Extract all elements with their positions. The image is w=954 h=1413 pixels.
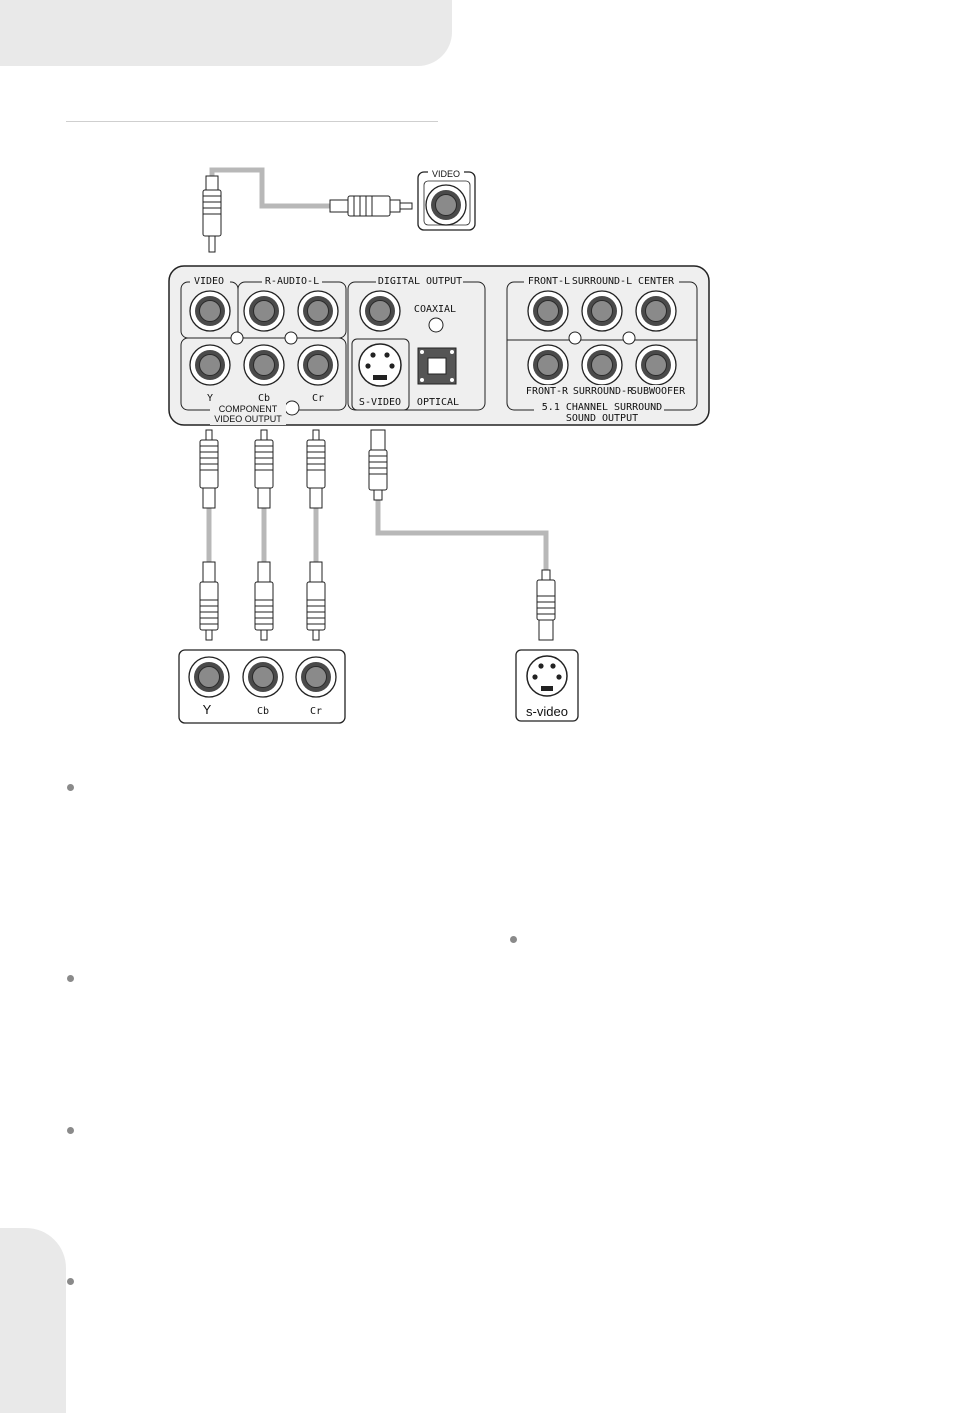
tv-cb-label: Cb	[257, 706, 269, 717]
tv-s-video-input: s-video	[515, 649, 579, 722]
tv-video-label: VIDEO	[432, 169, 460, 179]
bullet-1	[67, 784, 74, 791]
cb-jack	[243, 344, 285, 386]
cr-plug-bottom	[306, 561, 326, 641]
tv-component-input: Y Cb Cr	[178, 649, 346, 724]
center-jack	[635, 290, 677, 332]
front-r-jack	[527, 344, 569, 386]
cr-plug-top	[306, 429, 326, 509]
s-video-label: S-VIDEO	[359, 397, 401, 408]
bullet-4	[67, 1127, 74, 1134]
digital-output-label: DIGITAL OUTPUT	[378, 276, 462, 287]
y-plug-top	[199, 429, 219, 509]
surround-l-label: SURROUND-L	[572, 276, 632, 287]
s-video-port	[358, 343, 402, 387]
tv-video-input: VIDEO	[417, 168, 476, 231]
cb-plug-bottom	[254, 561, 274, 641]
composite-video-cable	[202, 167, 413, 253]
rear-panel: VIDEO R-AUDIO-L DIGITAL OUTPUT FRONT-L S…	[168, 265, 710, 426]
surround-section-line2: SOUND OUTPUT	[566, 413, 638, 424]
component-video-cables	[199, 429, 326, 641]
subwoofer-jack	[635, 344, 677, 386]
cb-label: Cb	[258, 393, 270, 404]
y-plug-bottom	[199, 561, 219, 641]
tv-s-video-label: s-video	[526, 704, 568, 719]
surround-r-label: SURROUND-R	[573, 386, 634, 397]
coaxial-label: COAXIAL	[414, 304, 456, 315]
header-tab	[0, 0, 452, 66]
bullet-3	[67, 975, 74, 982]
r-audio-l-label: R-AUDIO-L	[265, 276, 319, 287]
video-label: VIDEO	[194, 276, 224, 287]
coaxial-jack	[359, 290, 401, 332]
surround-l-jack	[581, 290, 623, 332]
component-label-line2: VIDEO OUTPUT	[214, 414, 282, 424]
cr-label: Cr	[312, 393, 324, 404]
cr-jack	[297, 344, 339, 386]
section-rule	[66, 121, 438, 122]
bullet-2	[510, 936, 517, 943]
surround-section-line1: 5.1 CHANNEL SURROUND	[542, 402, 662, 413]
y-label: Y	[207, 393, 213, 404]
optical-port	[417, 347, 457, 385]
front-l-jack	[527, 290, 569, 332]
y-jack	[189, 344, 231, 386]
side-tab	[0, 1228, 66, 1413]
tv-cr-label: Cr	[310, 706, 322, 717]
tv-cr-jack	[295, 656, 337, 698]
bullet-5	[67, 1278, 74, 1285]
audio-l-jack	[297, 290, 339, 332]
s-video-cable	[368, 429, 556, 641]
surround-r-jack	[581, 344, 623, 386]
front-r-label: FRONT-R	[526, 386, 569, 397]
video-jack	[189, 290, 231, 332]
optical-label: OPTICAL	[417, 397, 459, 408]
tv-cb-jack	[242, 656, 284, 698]
tv-y-jack	[188, 656, 230, 698]
component-label-line1: COMPONENT	[219, 404, 278, 414]
front-l-label: FRONT-L	[528, 276, 570, 287]
center-label: CENTER	[638, 276, 675, 287]
tv-y-label: Y	[203, 702, 212, 717]
cb-plug-top	[254, 429, 274, 509]
subwoofer-label: SUBWOOFER	[631, 386, 686, 397]
tv-video-jack	[425, 184, 467, 226]
audio-r-jack	[243, 290, 285, 332]
